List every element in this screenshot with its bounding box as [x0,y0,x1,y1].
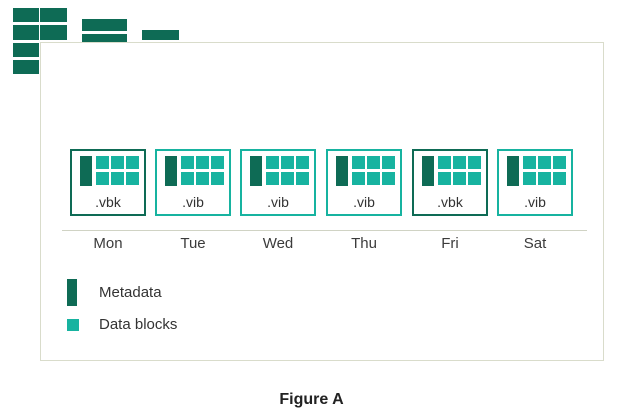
data-block [296,172,309,185]
full-backup-file: .vbk [70,149,146,216]
metadata-block [80,156,92,186]
data-block [266,172,279,185]
data-block [126,172,139,185]
metadata-legend-label: Metadata [99,284,162,301]
metadata-block [165,156,177,186]
incremental-backup-file: .vib [240,149,316,216]
timeline-divider [62,230,587,231]
full-backup-file: .vbk [412,149,488,216]
file-extension: .vib [182,194,204,210]
data-block [438,172,451,185]
day-label: Mon [93,235,123,252]
data-block [281,172,294,185]
data-block [468,172,481,185]
data-block [96,156,109,169]
data-block [196,172,209,185]
data-block [523,156,536,169]
file-extension: .vib [353,194,375,210]
data-block [453,156,466,169]
data-blocks-legend-swatch [67,319,79,331]
metadata-block [250,156,262,186]
file-extension: .vbk [95,194,121,210]
data-block [553,172,566,185]
data-block [281,156,294,169]
data-block [367,156,380,169]
data-block [126,156,139,169]
data-blocks-grid [96,156,140,186]
data-block [382,156,395,169]
data-blocks-grid [266,156,310,186]
file-extension: .vib [267,194,289,210]
incremental-backup-file: .vib [155,149,231,216]
data-block [211,156,224,169]
day-label: Wed [262,235,294,252]
data-block [523,172,536,185]
data-block [111,172,124,185]
data-block [538,172,551,185]
data-block [538,156,551,169]
metadata-block [336,156,348,186]
figure-caption: Figure A [279,391,344,408]
data-blocks-grid [352,156,396,186]
data-block [468,156,481,169]
data-block [367,172,380,185]
file-extension: .vib [524,194,546,210]
data-block [553,156,566,169]
data-block [196,156,209,169]
incremental-backup-file: .vib [326,149,402,216]
day-label: Fri [441,235,459,252]
metadata-legend-swatch [67,279,77,306]
data-blocks-grid [523,156,567,186]
data-block [181,156,194,169]
data-block [96,172,109,185]
incremental-backup-file: .vib [497,149,573,216]
day-label: Thu [351,235,377,252]
day-label: Tue [180,235,206,252]
data-block [266,156,279,169]
metadata-block [422,156,434,186]
data-block [352,156,365,169]
data-blocks-legend-label: Data blocks [99,316,178,333]
data-block [181,172,194,185]
data-blocks-grid [181,156,225,186]
data-block [296,156,309,169]
data-blocks-grid [438,156,482,186]
data-block [382,172,395,185]
data-block [111,156,124,169]
data-block [453,172,466,185]
data-block [211,172,224,185]
day-label: Sat [523,235,547,252]
data-block [352,172,365,185]
data-block [438,156,451,169]
metadata-block [507,156,519,186]
file-extension: .vbk [437,194,463,210]
